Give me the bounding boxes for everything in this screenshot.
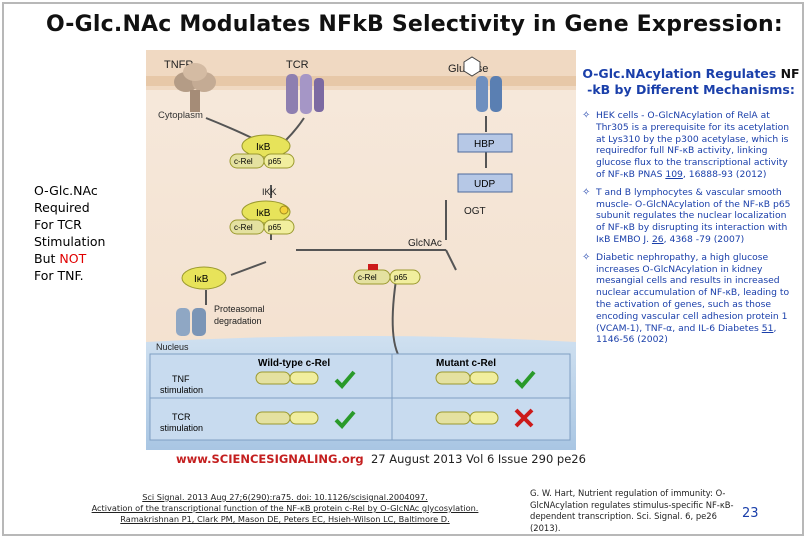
proteasomal-label: Proteasomal: [214, 304, 265, 314]
right-heading-part: -kB by Different Mechanisms:: [587, 82, 795, 97]
diamond-bullet-icon: ✧: [582, 110, 591, 121]
bullet-volume: 51: [761, 322, 774, 334]
diamond-bullet-icon: ✧: [582, 186, 591, 198]
bullet-tail: , 4368 -79 (2007): [663, 233, 745, 245]
hbp-box: HBP: [457, 133, 513, 153]
cytoplasm-label: Cytoplasm: [158, 110, 203, 121]
left-note-line: For TNF.: [34, 268, 84, 283]
bullet-tail: , 1146-56 (2002): [596, 322, 777, 346]
left-note-line: Stimulation: [34, 234, 106, 249]
nucleus-label: Nucleus: [156, 342, 189, 352]
citation-line: Sci Signal. 2013 Aug 27;6(290):ra75. doi…: [142, 492, 428, 502]
slide-frame: [2, 2, 804, 536]
right-heading: O-Glc.NAcylation Regulates NF-kB by Diff…: [582, 66, 800, 98]
left-note-not: NOT: [59, 251, 87, 266]
left-note-but: But: [34, 251, 60, 266]
left-note-line: But NOT: [34, 250, 144, 267]
crel-label: c-Rel: [234, 223, 253, 232]
mutant-tcr-cell: [435, 408, 534, 428]
tnf-stim-label: TNF: [172, 374, 190, 384]
glucose-transporter-icon: [463, 56, 502, 112]
right-heading-part: NF: [780, 66, 800, 81]
bullet-tail: , 16888-93 (2012): [682, 168, 767, 180]
pathway-figure: TNFR TCR Glucose Cytoplasm: [146, 50, 576, 450]
journal-site: www.SCIENCESIGNALING.org: [176, 452, 364, 466]
bullet-item: ✧ Diabetic nephropathy, a high glucose i…: [582, 252, 798, 346]
bullet-text: T and B lymphocytes & vascular smooth mu…: [596, 186, 791, 245]
left-note: O-Glc.NAc Required For TCR Stimulation B…: [34, 182, 144, 284]
tcr-receptor-icon: [286, 74, 324, 114]
figure-footer: www.SCIENCESIGNALING.org 27 August 2013 …: [176, 452, 586, 466]
mutant-header: Mutant c-Rel: [436, 358, 496, 369]
ikb-complex-top: IκB c-Rel p65: [229, 134, 295, 169]
right-citation: G. W. Hart, Nutrient regulation of immun…: [530, 488, 734, 533]
degradation-label: degradation: [214, 316, 262, 326]
p65-label: p65: [268, 223, 282, 232]
journal-issue: 27 August 2013 Vol 6 Issue 290 pe26: [370, 452, 586, 466]
crel-p65-glcnac: c-Rel p65: [353, 264, 421, 285]
bullet-text: HEK cells - O-GlcNAcylation of RelA at T…: [596, 110, 790, 180]
svg-text:p65: p65: [394, 273, 408, 282]
check-icon: [334, 370, 356, 389]
bullet-item: ✧ HEK cells - O-GlcNAcylation of RelA at…: [582, 110, 798, 181]
bullet-volume: 26: [651, 233, 664, 245]
check-icon: [514, 370, 536, 389]
tcr-stim-label: TCR: [172, 412, 191, 422]
left-note-line: O-Glc.NAc: [34, 183, 98, 198]
svg-text:c-Rel: c-Rel: [358, 273, 377, 282]
left-note-line: For TCR: [34, 217, 82, 232]
tcr-label: TCR: [286, 59, 309, 71]
tcr-stim-label-2: stimulation: [160, 423, 203, 433]
diamond-bullet-icon: ✧: [582, 251, 591, 263]
bullet-text: Diabetic nephropathy, a high glucose inc…: [596, 251, 790, 334]
wildtype-tcr-cell: [255, 410, 356, 429]
ogt-label: OGT: [464, 206, 486, 217]
bullet-list: ✧ HEK cells - O-GlcNAcylation of RelA at…: [582, 110, 798, 352]
proteasome-icon: [176, 308, 206, 336]
crel-label: c-Rel: [234, 157, 253, 166]
check-icon: [334, 410, 356, 429]
ikb-released: IκB: [181, 266, 227, 290]
ikb-label: IκB: [256, 142, 271, 153]
membrane: [146, 76, 576, 86]
udp-box: UDP: [457, 173, 513, 193]
right-heading-part: O-Glc.NAcylation Regulates: [582, 66, 781, 81]
citation-line: Ramakrishnan P1, Clark PM, Mason DE, Pet…: [120, 514, 450, 524]
citation-line: Activation of the transcriptional functi…: [91, 503, 479, 513]
tnf-stim-label-2: stimulation: [160, 385, 203, 395]
ikk-label: IKK: [262, 187, 277, 197]
slide-title: O-Glc.NAc Modulates NFkB Selectivity in …: [46, 12, 783, 37]
cross-icon: [514, 408, 534, 428]
center-citation: Sci Signal. 2013 Aug 27;6(290):ra75. doi…: [60, 492, 510, 525]
svg-text:IκB: IκB: [194, 274, 209, 285]
wildtype-header: Wild-type c-Rel: [258, 358, 330, 369]
svg-text:HBP: HBP: [474, 139, 495, 150]
mutant-tnf-cell: [435, 370, 536, 389]
tnfr-receptor-icon: [174, 63, 216, 112]
p65-label: p65: [268, 157, 282, 166]
left-note-line: Required: [34, 200, 90, 215]
bullet-item: ✧ T and B lymphocytes & vascular smooth …: [582, 187, 798, 246]
page-number: 23: [742, 506, 759, 521]
glcnac-label: GlcNAc: [408, 238, 442, 249]
stimulation-table: [149, 353, 571, 441]
wildtype-tnf-cell: [255, 370, 356, 389]
ikb-complex-middle: IκB c-Rel p65: [229, 200, 295, 235]
ikb-label: IκB: [256, 208, 271, 219]
bullet-volume: 109: [665, 168, 683, 180]
svg-text:UDP: UDP: [474, 179, 495, 190]
